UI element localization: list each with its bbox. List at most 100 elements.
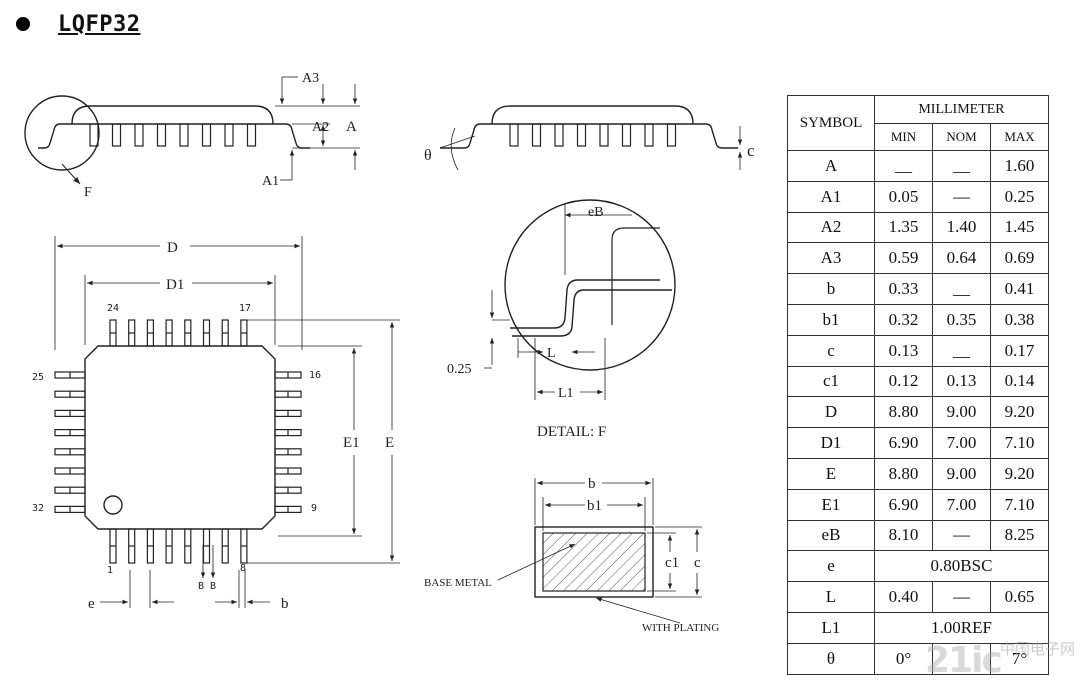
dim-label-eb: eB — [588, 205, 604, 220]
c-label: c — [747, 141, 755, 160]
side-lead — [621, 123, 632, 147]
cell-max: 7.10 — [990, 488, 1049, 521]
pin-label-16: 16 — [309, 370, 321, 381]
top-view — [54, 236, 400, 608]
pin-label-24: 24 — [107, 303, 119, 314]
cell-min: 0.12 — [874, 365, 933, 398]
cell-symbol: D1 — [787, 427, 875, 459]
cell-min: 8.10 — [874, 519, 933, 552]
cell-symbol: b — [787, 273, 875, 305]
cell-merged: 0.80BSC — [874, 550, 1049, 583]
pin-label-8: 8 — [240, 563, 246, 574]
side-view-right — [439, 105, 743, 171]
dim-label-sec-b: b — [588, 476, 596, 492]
dim-label-width-b: b — [281, 596, 289, 612]
cell-symbol: e — [787, 550, 875, 583]
cell-nom: 0.13 — [932, 365, 991, 398]
header-min: MIN — [874, 123, 933, 151]
pin-label-9: 9 — [311, 503, 317, 514]
cell-nom: — — [932, 581, 991, 613]
cell-nom: 0.35 — [932, 303, 991, 336]
dim-label-e1: E1 — [343, 435, 360, 451]
cell-max: 0.14 — [990, 365, 1049, 398]
package-body — [84, 345, 276, 530]
cell-min: 0.59 — [874, 242, 933, 275]
side-lead — [156, 123, 167, 147]
dim-label-a2: A2 — [312, 120, 329, 135]
side-leads-right — [509, 123, 677, 147]
cell-nom: 9.00 — [932, 396, 991, 429]
header-max: MAX — [990, 123, 1049, 151]
cell-min: 1.35 — [874, 211, 933, 244]
pin-label-25: 25 — [32, 372, 44, 383]
cell-max: 7.10 — [990, 427, 1049, 459]
left-pins — [54, 371, 86, 513]
side-lead — [509, 123, 519, 147]
side-lead — [599, 123, 609, 147]
cell-max: 1.45 — [990, 211, 1049, 244]
cell-max: 8.25 — [990, 519, 1049, 552]
cell-min: 0.13 — [874, 334, 933, 367]
dim-label-a1: A1 — [262, 174, 279, 189]
side-lead — [134, 123, 144, 147]
side-lead — [89, 123, 99, 147]
cell-min: 6.90 — [874, 488, 933, 521]
pin1-marker — [103, 495, 123, 515]
theta-label: θ — [424, 147, 432, 164]
cell-min: 8.80 — [874, 457, 933, 490]
table-row: A____1.60 — [787, 150, 1049, 182]
dim-label-a: A — [346, 119, 357, 135]
dim-label-l1: L1 — [558, 386, 574, 401]
cell-max: 0.25 — [990, 180, 1049, 213]
top-pins — [109, 319, 248, 347]
section-mark-b-right: B — [210, 581, 216, 592]
detail-ref-f: F — [84, 185, 92, 200]
cell-min: 6.90 — [874, 427, 933, 459]
cell-nom: 0.64 — [932, 242, 991, 275]
header-symbol: SYMBOL — [787, 95, 875, 151]
cell-symbol: θ — [787, 642, 875, 675]
cell-nom: 7.00 — [932, 488, 991, 521]
cell-nom: — — [932, 180, 991, 213]
right-pins — [274, 371, 302, 513]
cell-max: 0.69 — [990, 242, 1049, 275]
watermark-logo: 21ic — [925, 640, 1003, 681]
cell-max: 0.38 — [990, 303, 1049, 336]
cell-min: 0.40 — [874, 581, 933, 613]
dim-label-d1: D1 — [166, 277, 184, 293]
detail-circle-f — [24, 95, 100, 171]
cell-symbol: A — [787, 150, 875, 182]
pin-label-1: 1 — [107, 565, 113, 576]
side-lead — [111, 123, 122, 147]
cell-min: 0° — [874, 642, 933, 675]
dim-label-a3: A3 — [302, 71, 319, 86]
cell-merged: 1.00REF — [874, 611, 1049, 644]
pin-label-32: 32 — [32, 503, 44, 514]
cell-min: 0.05 — [874, 180, 933, 213]
cell-nom: — — [932, 519, 991, 552]
side-lead — [554, 123, 564, 147]
side-lead — [666, 123, 677, 147]
bottom-pins — [109, 528, 248, 564]
dim-label-sec-c1: c1 — [665, 555, 679, 571]
side-lead — [644, 123, 654, 147]
base-metal-label: BASE METAL — [424, 577, 492, 589]
section-mark-b-left: B — [198, 581, 204, 592]
detail-f — [484, 199, 676, 400]
cell-symbol: eB — [787, 519, 875, 552]
dim-label-sec-c: c — [694, 555, 701, 571]
cell-symbol: A2 — [787, 211, 875, 244]
cell-symbol: E — [787, 457, 875, 490]
dim-label-pitch-e: e — [88, 596, 95, 612]
bullet-icon — [16, 17, 30, 31]
